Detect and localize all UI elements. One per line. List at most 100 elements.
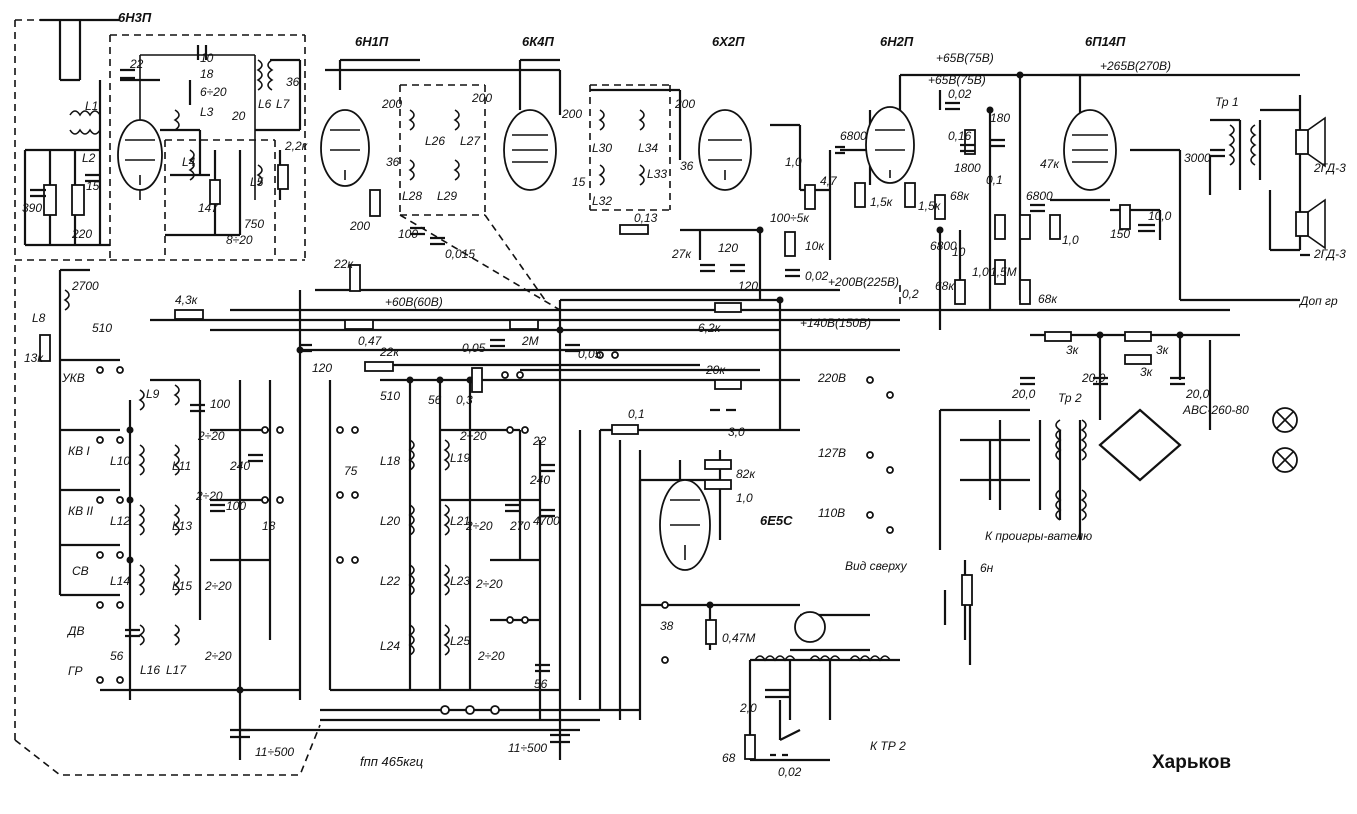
supply-rail-labels: +65В(75В) +65В(75В) +265В(270В) +60В(60В… bbox=[385, 51, 1171, 330]
value-label: 100÷5к bbox=[770, 211, 810, 225]
value-label: 150 bbox=[1110, 227, 1130, 241]
coil-label: L27 bbox=[460, 134, 481, 148]
value-label: 220 bbox=[71, 227, 92, 241]
value-label: 2÷20 bbox=[197, 429, 225, 443]
coil-label: L17 bbox=[166, 663, 187, 677]
coil-label: L29 bbox=[437, 189, 457, 203]
tube-label-6h2p: 6Х2П bbox=[712, 34, 745, 49]
vacuum-tubes bbox=[117, 106, 1326, 643]
coil-label: L19 bbox=[450, 451, 470, 465]
value-label: 2,2к bbox=[284, 139, 309, 153]
value-label: 0,02 bbox=[805, 269, 829, 283]
value-label: 6800 bbox=[840, 129, 867, 143]
value-label: 3,0 bbox=[728, 425, 745, 439]
value-label: 4,7 bbox=[820, 174, 838, 188]
value-label: 22 bbox=[129, 57, 144, 71]
value-label: 6,2к bbox=[698, 321, 722, 335]
value-label: 1,5к bbox=[918, 199, 942, 213]
coil-label: L7 bbox=[276, 97, 291, 111]
value-label: 3к bbox=[1066, 343, 1080, 357]
value-label: 2÷20 bbox=[204, 579, 232, 593]
value-label: 270 bbox=[509, 519, 530, 533]
value-label: 22к bbox=[379, 345, 400, 359]
value-label: 1,0 bbox=[785, 155, 802, 169]
resistors bbox=[39, 129, 1152, 760]
value-label: 200 bbox=[349, 219, 370, 233]
coil-label: L4 bbox=[182, 155, 196, 169]
value-label: 13к bbox=[24, 351, 44, 365]
value-label: 15 bbox=[572, 175, 586, 189]
speaker-2 bbox=[1295, 198, 1326, 250]
coils bbox=[63, 59, 1257, 662]
tube-label-6n1p: 6Н1П bbox=[355, 34, 389, 49]
coil-label: L16 bbox=[140, 663, 160, 677]
value-label: 56 bbox=[428, 393, 442, 407]
value-label: 2М bbox=[521, 334, 539, 348]
coil-label: L18 bbox=[380, 454, 400, 468]
value-label: 6÷20 bbox=[200, 85, 227, 99]
value-label: 120 bbox=[312, 361, 332, 375]
value-label: 2÷20 bbox=[475, 577, 503, 591]
value-label: 1,0 bbox=[972, 265, 989, 279]
value-label: 3000 bbox=[1184, 151, 1211, 165]
tube-6e5s bbox=[659, 479, 711, 571]
value-label: 10 bbox=[200, 51, 214, 65]
coil-label: L25 bbox=[450, 634, 470, 648]
value-label: 68к bbox=[935, 279, 955, 293]
capacitors bbox=[30, 45, 1225, 757]
tube-label-6n2p: 6Н2П bbox=[880, 34, 914, 49]
value-label: 27к bbox=[671, 247, 692, 261]
coil-label: L30 bbox=[592, 141, 612, 155]
value-label: 82к bbox=[736, 467, 756, 481]
tube-label-6n3p: 6Н3П bbox=[118, 10, 152, 25]
value-label: 4,3к bbox=[175, 293, 199, 307]
value-label: 20,0 bbox=[1081, 371, 1106, 385]
tube-6p14p bbox=[1063, 109, 1117, 191]
tube-6k4p bbox=[503, 109, 557, 191]
coil-label: L24 bbox=[380, 639, 400, 653]
value-label: 200 bbox=[381, 97, 402, 111]
value-label: 0,015 bbox=[445, 247, 475, 261]
value-label: 0,1 bbox=[628, 407, 645, 421]
band-label-kv2: КВ II bbox=[68, 504, 94, 518]
value-label: 0,3 bbox=[456, 393, 473, 407]
value-label: 0,2 bbox=[902, 287, 919, 301]
transformer-2-label: Тр 2 bbox=[1058, 391, 1082, 405]
value-label: 20 bbox=[231, 109, 246, 123]
value-label: 0,02 bbox=[948, 87, 972, 101]
value-label: 100 bbox=[398, 227, 418, 241]
value-label: 6800 bbox=[930, 239, 957, 253]
indicator-lamp-1 bbox=[1272, 407, 1298, 433]
value-label: 4700 bbox=[533, 514, 560, 528]
rail-label-6: +140В(150В) bbox=[800, 316, 871, 330]
tube-6n1p bbox=[320, 109, 370, 187]
rail-label-5: +200В(225В) bbox=[828, 275, 899, 289]
value-label: 2÷20 bbox=[477, 649, 505, 663]
value-label: 47к bbox=[1040, 157, 1060, 171]
value-label: 750 bbox=[244, 217, 264, 231]
value-label: 2,0 bbox=[739, 701, 757, 715]
value-label: 10 bbox=[952, 245, 966, 259]
extra-speaker-label: Доп гр bbox=[1298, 294, 1338, 308]
value-label: 200 bbox=[471, 91, 492, 105]
coil-label: L15 bbox=[172, 579, 192, 593]
band-labels: УКВ КВ I КВ II СВ ДВ ГР bbox=[61, 371, 94, 678]
value-label: 0,1 bbox=[986, 173, 1003, 187]
value-label: 390 bbox=[22, 201, 42, 215]
value-label: 100 bbox=[210, 397, 230, 411]
value-label: 1,5к bbox=[870, 195, 894, 209]
coil-label: L28 bbox=[402, 189, 422, 203]
value-label: 120 bbox=[718, 241, 738, 255]
to-tr2-label: К ТР 2 bbox=[870, 739, 906, 753]
rail-label-2: +65В(75В) bbox=[928, 73, 986, 87]
tube-label-6k4p: 6К4П bbox=[522, 34, 554, 49]
value-label: 510 bbox=[380, 389, 400, 403]
value-label: 1,5М bbox=[990, 265, 1017, 279]
value-label: 3к bbox=[1156, 343, 1170, 357]
view-from-top-label: Вид сверху bbox=[845, 559, 908, 573]
value-label: 22 bbox=[532, 434, 547, 448]
coil-label: L23 bbox=[450, 574, 470, 588]
value-label: 2÷20 bbox=[204, 649, 232, 663]
value-label: 0,13 bbox=[634, 211, 658, 225]
value-label: 147 bbox=[198, 201, 219, 215]
